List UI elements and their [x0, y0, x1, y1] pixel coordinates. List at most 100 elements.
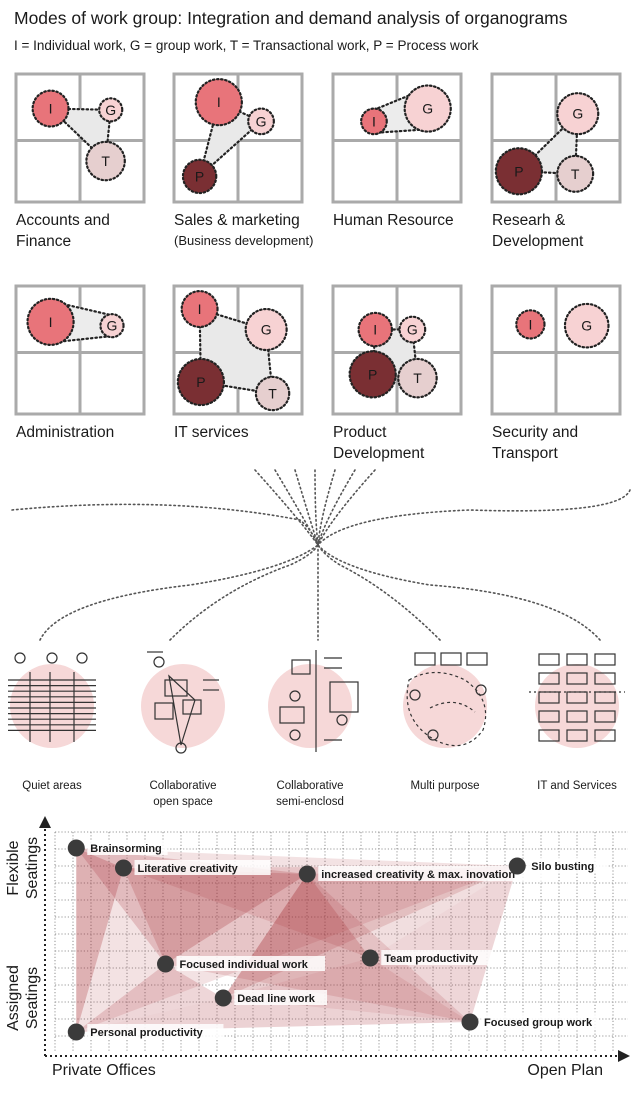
work-mode-circle-T [397, 357, 438, 399]
data-point [115, 859, 132, 877]
work-mode-circle-I [515, 309, 546, 340]
work-mode-code: I [528, 316, 532, 332]
space-type-label: semi-enclosd [276, 796, 344, 808]
organogram-label: IT services [174, 424, 249, 441]
space-type-4: Multi purpose [403, 652, 488, 792]
organogram-label: Administration [16, 424, 114, 441]
work-mode-code: I [217, 94, 221, 110]
work-mode-circle-G [398, 315, 427, 344]
person-icon [46, 652, 58, 664]
relation-area [76, 848, 124, 1032]
person-icon [14, 652, 26, 664]
person-icon [475, 684, 487, 696]
relation-area [123, 866, 518, 958]
organogram-label: Security and [492, 424, 578, 441]
y-axis-arrow [39, 816, 51, 828]
desk [594, 710, 616, 723]
desk [566, 710, 588, 723]
point-label: Silo busting [531, 861, 594, 873]
work-mode-code: P [196, 374, 205, 390]
work-mode-circle-G [244, 307, 288, 352]
work-mode-circle-P [494, 147, 544, 196]
person-icon [427, 729, 439, 741]
work-mode-circle-I [360, 107, 388, 136]
point-label: increased creativity & max. inovation [321, 869, 515, 881]
work-mode-circle-G [99, 313, 125, 339]
desk [566, 729, 588, 742]
work-mode-circle-P [181, 158, 218, 195]
work-mode-code: G [107, 318, 118, 334]
data-point [67, 1023, 85, 1041]
work-mode-circle-I [180, 290, 219, 329]
data-point [214, 989, 232, 1007]
desk [566, 653, 588, 666]
activity-zone [429, 701, 476, 713]
work-mode-circle-P [176, 357, 226, 407]
data-point [508, 857, 526, 875]
work-mode-code: P [514, 163, 523, 179]
organogram-label: Finance [16, 233, 71, 250]
table [154, 702, 174, 720]
point-label: Team productivity [384, 953, 479, 965]
zone-circle [268, 664, 352, 748]
desk [566, 672, 588, 685]
connector-arm [274, 469, 319, 546]
organogram-label: Sales & marketing [174, 212, 300, 229]
desk [538, 729, 560, 742]
point-label-bg [528, 858, 609, 873]
point-label: Literative creativity [138, 863, 239, 875]
space-type-label: open space [153, 796, 212, 808]
organogram-label: Development [333, 445, 425, 462]
person-icon [175, 742, 187, 754]
table [329, 681, 359, 713]
activity-zone [406, 671, 487, 747]
connector-arm [39, 544, 319, 641]
space-type-label: Collaborative [149, 780, 216, 792]
work-mode-code: T [101, 153, 110, 169]
zone-circle [403, 664, 487, 748]
work-mode-code: G [422, 101, 433, 117]
connector-arm [317, 544, 601, 641]
desk [538, 710, 560, 723]
point-label-bg [176, 956, 326, 971]
point-label: Dead line work [237, 993, 316, 1005]
point-label: Focused individual work [180, 959, 309, 971]
x-axis-low-label: Private Offices [52, 1062, 156, 1079]
legend-text: I = Individual work, G = group work, T =… [14, 38, 479, 53]
table [291, 659, 311, 675]
work-mode-code: G [256, 113, 267, 129]
relation-area [76, 848, 308, 964]
connector-arm [294, 469, 319, 546]
person-icon [153, 656, 165, 668]
x-axis-high-label: Open Plan [527, 1062, 603, 1079]
work-mode-code: I [198, 301, 202, 317]
desk [594, 653, 616, 666]
point-label-bg [87, 1024, 224, 1039]
relation-area [76, 964, 224, 1032]
work-mode-code: T [413, 370, 422, 386]
connector-arm [254, 469, 319, 546]
y-axis-high-label: Flexible [5, 840, 22, 895]
work-mode-circle-G [98, 97, 124, 123]
work-mode-circle-G [563, 302, 610, 349]
work-mode-circle-G [403, 84, 452, 133]
table [182, 699, 202, 715]
desk [566, 691, 588, 704]
link-triangle [168, 674, 196, 746]
relation-area [165, 874, 470, 1022]
work-mode-code: T [268, 386, 277, 402]
zone-circle [535, 664, 619, 748]
connector-arm [317, 469, 376, 546]
work-mode-circle-I [194, 78, 243, 127]
person-icon [289, 729, 301, 741]
point-label: Personal productivity [90, 1027, 203, 1039]
data-point [461, 1013, 479, 1031]
person-icon [289, 690, 301, 702]
